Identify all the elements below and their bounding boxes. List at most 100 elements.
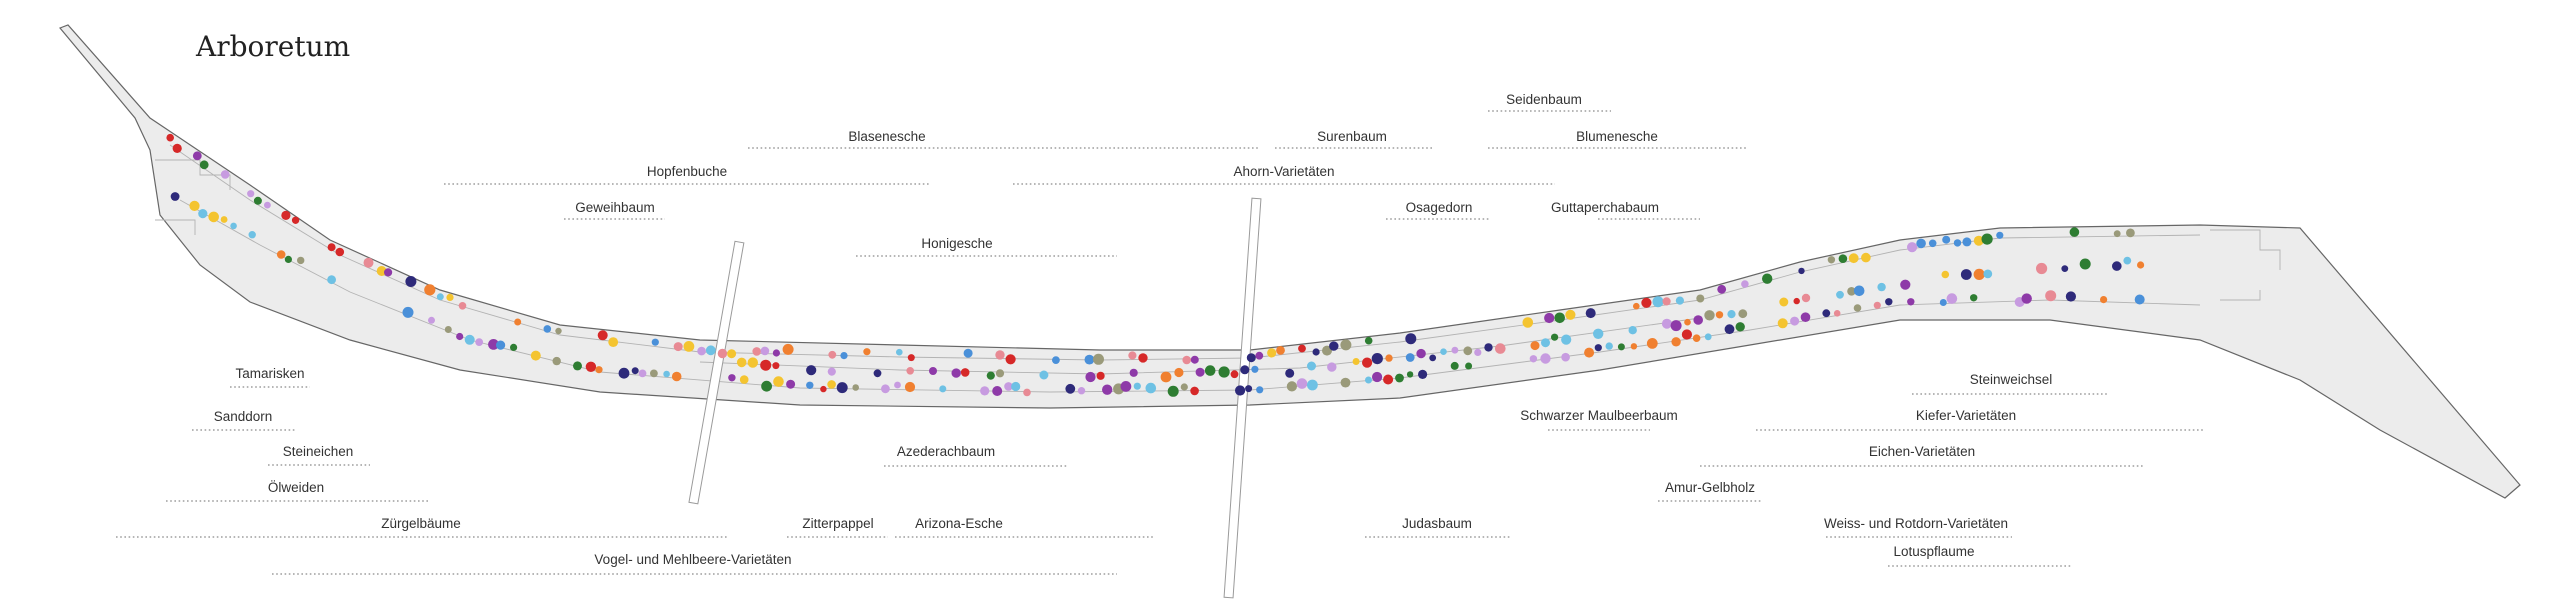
tree-marker [1692, 334, 1701, 343]
tree-marker [230, 222, 237, 230]
tree-marker [1633, 302, 1640, 310]
tree-marker [608, 337, 619, 347]
tree-marker [1939, 299, 1947, 306]
tree-marker [772, 362, 780, 370]
tree-marker [1741, 280, 1749, 288]
tree-marker [166, 133, 174, 142]
tree-marker [1641, 297, 1652, 308]
tree-marker [2100, 296, 2108, 304]
label-sanddorn: Sanddorn [214, 409, 273, 424]
tree-marker [1005, 354, 1016, 365]
tree-marker [1907, 242, 1918, 253]
tree-marker [1364, 336, 1373, 345]
tree-marker [514, 318, 522, 326]
tree-marker [1495, 343, 1506, 354]
tree-marker [1800, 312, 1811, 323]
tree-marker [881, 384, 890, 394]
tree-marker [1584, 347, 1595, 358]
tree-marker [2113, 230, 2121, 238]
tree-marker [1245, 385, 1253, 393]
tree-marker [827, 380, 836, 389]
tree-marker [929, 367, 937, 375]
tree-marker [1928, 239, 1937, 248]
label-tamarisken: Tamarisken [235, 366, 304, 381]
tree-marker [1907, 298, 1915, 306]
tree-marker [1836, 290, 1844, 299]
tree-marker [1962, 237, 1972, 247]
label-blasenesche: Blasenesche [848, 129, 925, 144]
tree-marker [199, 160, 209, 170]
label-lotuspflaume: Lotuspflaume [1893, 544, 1974, 559]
tree-marker [772, 349, 781, 357]
tree-marker [1973, 235, 1984, 246]
tree-marker [405, 276, 417, 287]
tree-marker [1474, 348, 1482, 356]
label-osagedorn: Osagedorn [1406, 200, 1473, 215]
tree-marker [939, 385, 947, 393]
tree-marker [2061, 265, 2069, 272]
tree-marker [1383, 374, 1394, 385]
label-weiss-rotdorn: Weiss- und Rotdorn-Varietäten [1824, 516, 2008, 531]
tree-marker [2065, 291, 2076, 302]
tree-marker [907, 354, 915, 362]
tree-marker [1128, 351, 1137, 360]
tree-marker [980, 386, 990, 396]
tree-marker [220, 216, 228, 223]
tree-marker [1307, 361, 1316, 371]
tree-marker [1322, 345, 1332, 356]
tree-marker [1167, 385, 1179, 397]
tree-marker [1195, 367, 1205, 377]
tree-marker [1970, 294, 1978, 302]
tree-marker [1463, 346, 1473, 356]
tree-marker [402, 306, 414, 318]
tree-marker [1790, 316, 1800, 326]
tree-marker [1675, 296, 1684, 305]
tree-marker [1942, 235, 1951, 244]
tree-marker [1120, 381, 1132, 392]
tree-marker [782, 343, 794, 355]
tree-marker [1023, 388, 1031, 397]
tree-marker [1133, 382, 1141, 390]
tree-marker [284, 255, 292, 263]
tree-layer [166, 133, 2145, 397]
tree-marker [663, 370, 670, 378]
tree-marker [1174, 367, 1184, 378]
tree-marker [1779, 297, 1789, 307]
tree-marker [1230, 370, 1239, 379]
tree-marker [327, 275, 336, 285]
tree-marker [509, 343, 518, 351]
label-surenbaum: Surenbaum [1317, 129, 1387, 144]
tree-marker [1329, 341, 1339, 351]
label-azederachbaum: Azederachbaum [897, 444, 995, 459]
tree-marker [806, 365, 817, 376]
tree-marker [436, 293, 444, 301]
tree-marker [335, 247, 345, 257]
tree-marker [828, 350, 837, 359]
tree-marker [1395, 373, 1404, 383]
tree-marker [446, 293, 454, 301]
map-title: Arboretum [195, 30, 350, 63]
tree-marker [1561, 334, 1572, 345]
tree-marker [573, 361, 582, 371]
tree-marker [1340, 339, 1352, 351]
tree-marker [1298, 344, 1306, 353]
tree-marker [1451, 346, 1459, 354]
tree-marker [773, 376, 784, 387]
tree-marker [1670, 320, 1682, 332]
tree-marker [1715, 311, 1724, 319]
tree-marker [1953, 239, 1962, 247]
label-judasbaum: Judasbaum [1402, 516, 1472, 531]
tree-marker [1039, 370, 1049, 380]
tree-marker [671, 371, 682, 382]
tree-marker [543, 325, 552, 333]
tree-marker [1630, 343, 1638, 350]
tree-marker [1052, 356, 1060, 364]
tree-marker [1696, 294, 1705, 303]
tree-marker [192, 151, 202, 161]
tree-marker [1704, 310, 1715, 321]
tree-marker [1096, 371, 1105, 380]
tree-marker [1190, 355, 1199, 364]
tree-marker [760, 359, 772, 371]
tree-marker [428, 316, 435, 324]
park-outline [58, 24, 2521, 499]
